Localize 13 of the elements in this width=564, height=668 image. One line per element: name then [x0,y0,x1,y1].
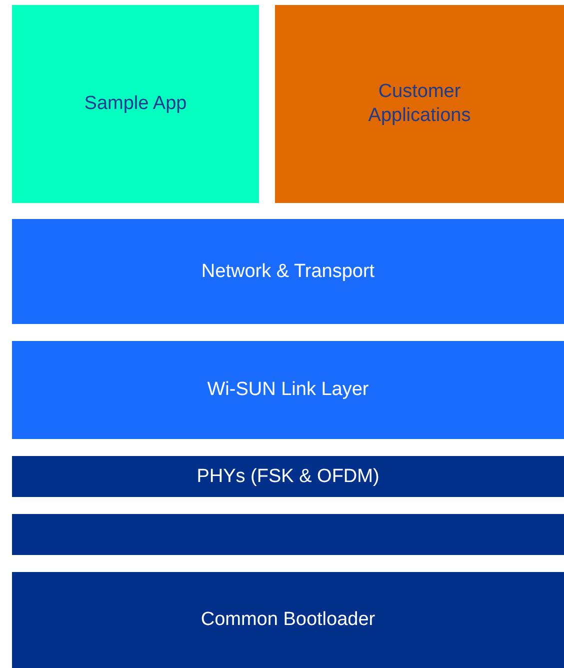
layer-block [12,572,564,668]
layer-label: Wi-SUN Link Layer [207,378,369,402]
layer-label: Sample App [84,92,187,116]
layer-label: Common Bootloader [200,608,376,632]
layer-label: Network & Transport [201,260,375,284]
layer-label: Customer Applications [367,80,472,128]
layer-block [12,5,259,203]
layer-label: PHYs (FSK & OFDM) [196,464,380,488]
layer-block [275,5,564,203]
layer-bar [12,514,564,555]
layer-block [12,341,564,439]
layer-block [12,219,564,324]
layer-block [12,456,564,497]
